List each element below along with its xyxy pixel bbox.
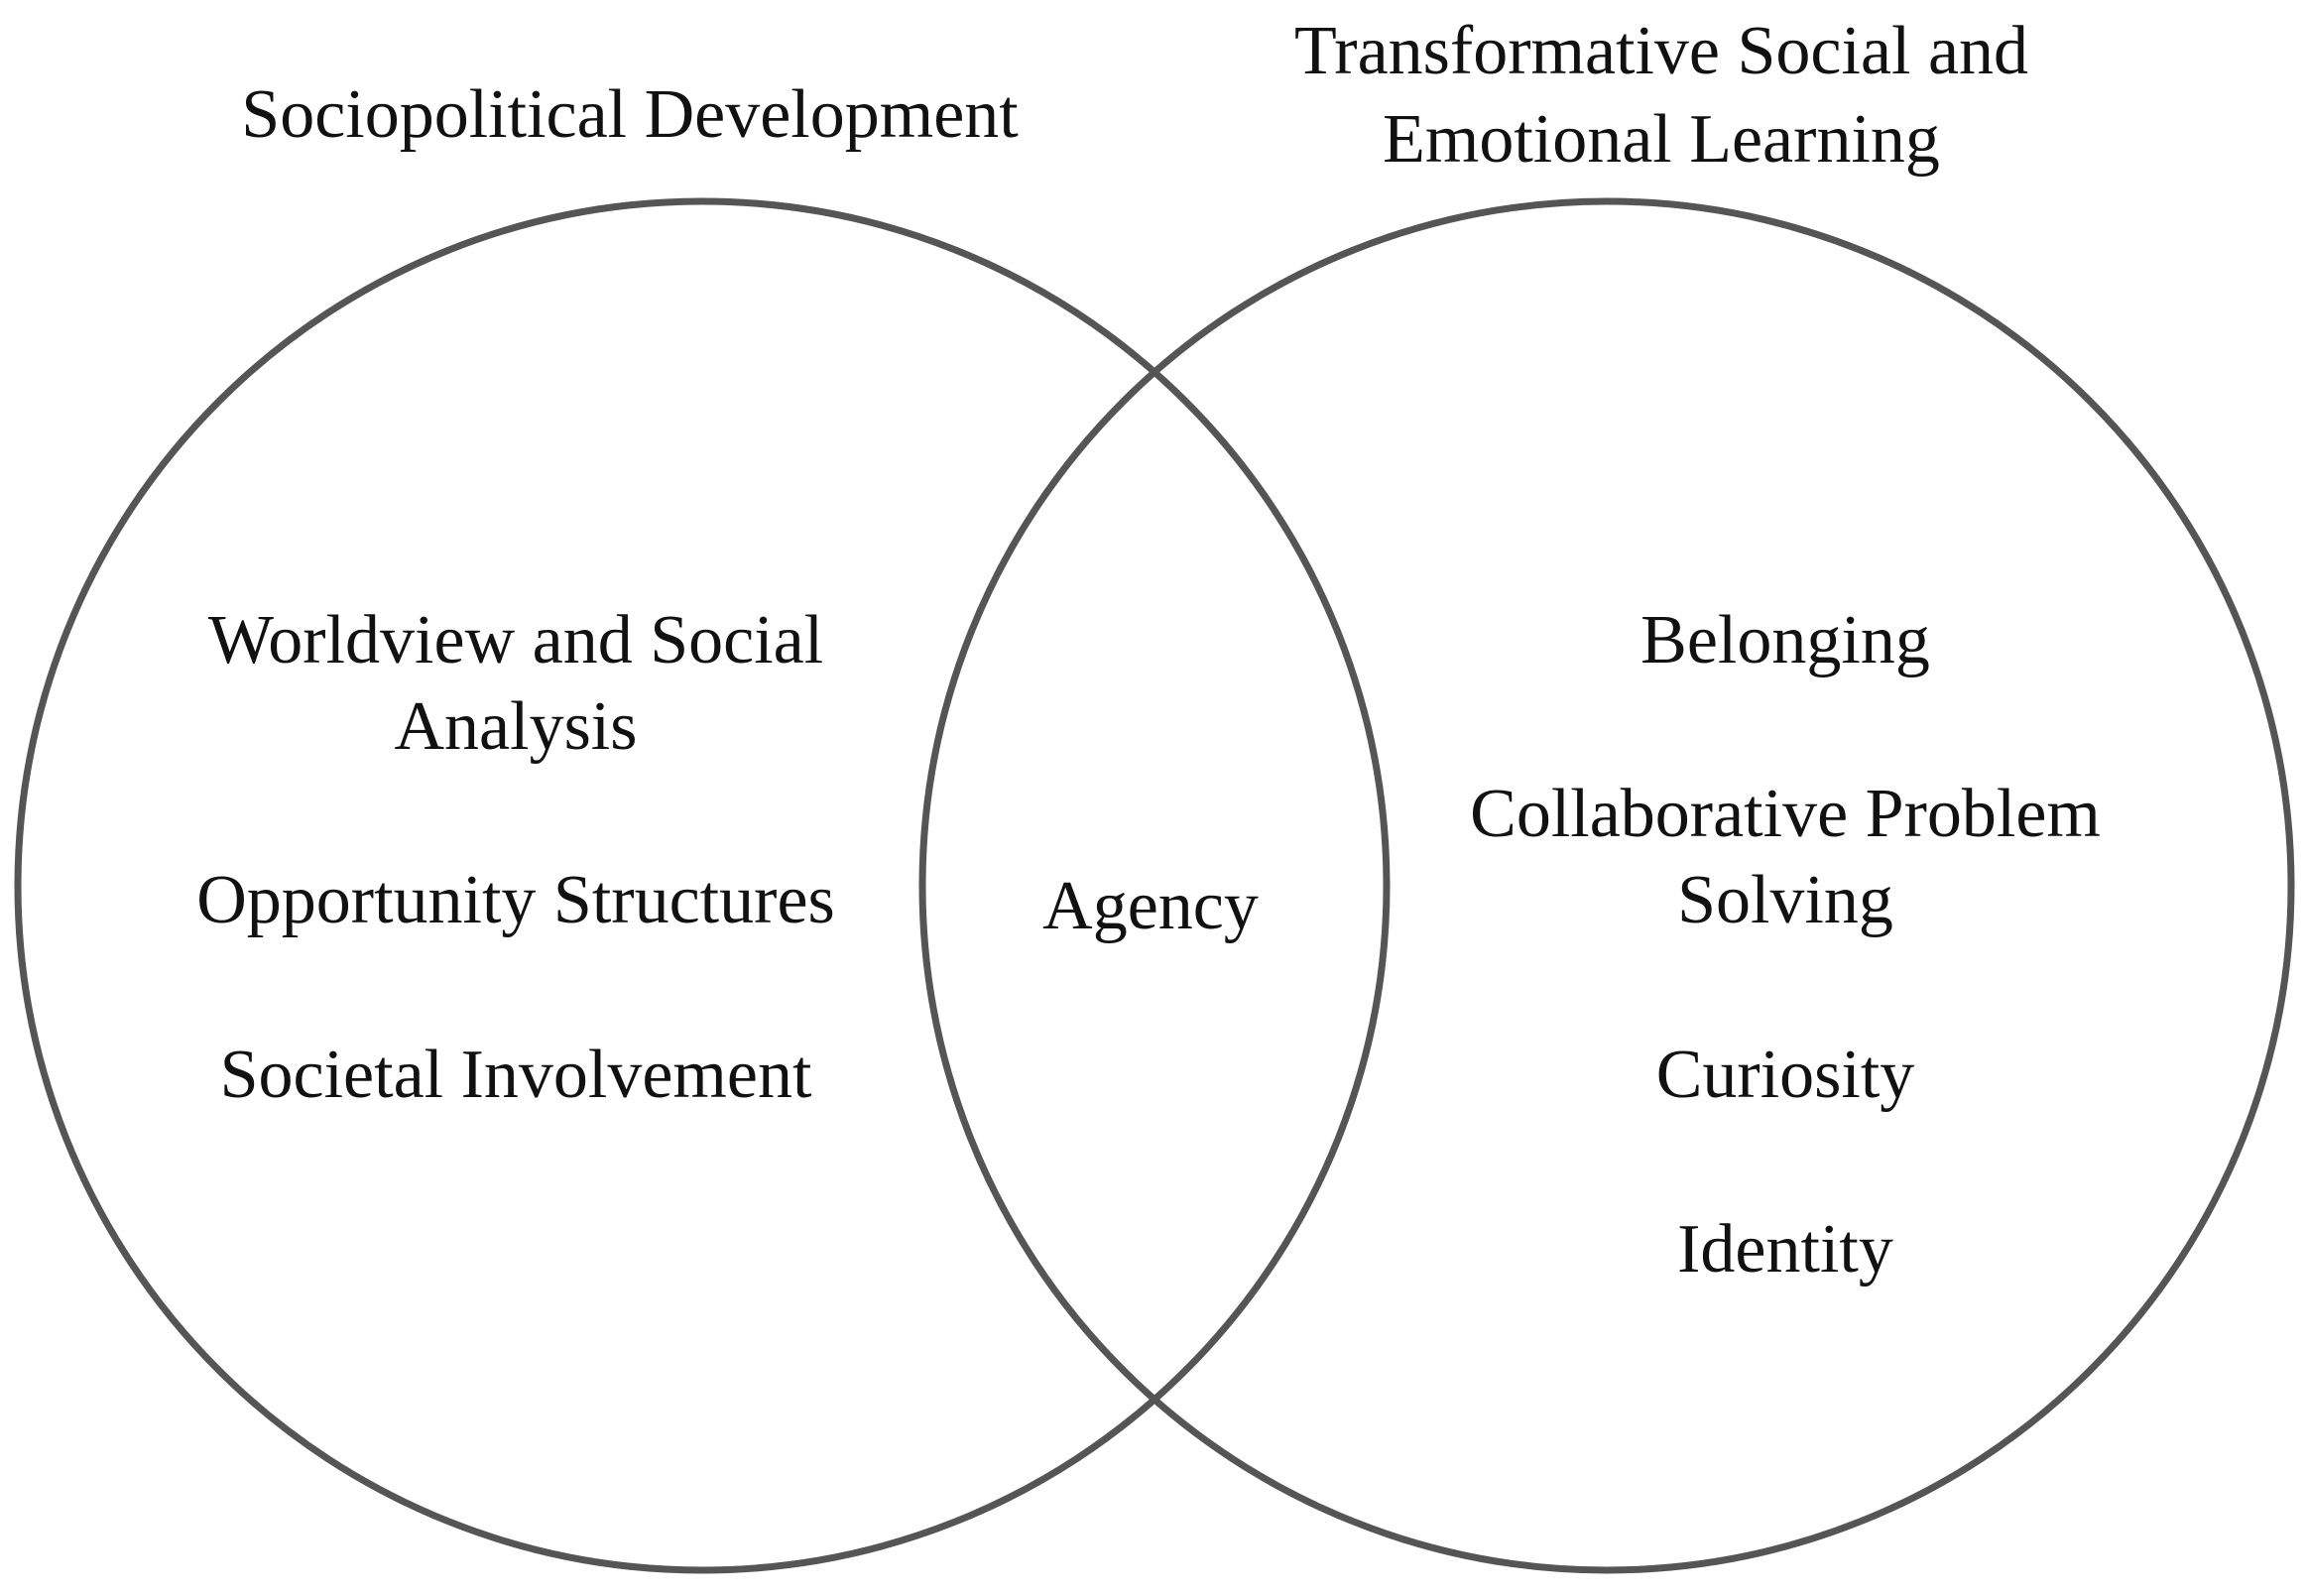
right-set-title-line1: Transformative Social and <box>1293 13 2029 89</box>
right-item-curiosity: Curiosity <box>1655 1037 1915 1113</box>
right-item-collaborative-problem: Collaborative Problem <box>1470 776 2101 852</box>
left-item-societal-involvement: Societal Involvement <box>219 1037 812 1113</box>
left-item-worldview: Worldview and Social <box>207 602 824 678</box>
left-item-opportunity-structures: Opportunity Structures <box>196 862 835 938</box>
right-set-title-line2: Emotional Learning <box>1383 101 1940 178</box>
left-item-analysis: Analysis <box>394 688 638 765</box>
left-circle <box>14 197 1391 1574</box>
right-item-belonging: Belonging <box>1640 602 1930 678</box>
overlap-label-agency: Agency <box>1042 868 1259 944</box>
right-item-identity: Identity <box>1677 1211 1893 1288</box>
right-item-solving: Solving <box>1677 862 1893 938</box>
left-set-title: Sociopolitical Development <box>241 76 1019 153</box>
right-circle <box>918 197 2295 1574</box>
